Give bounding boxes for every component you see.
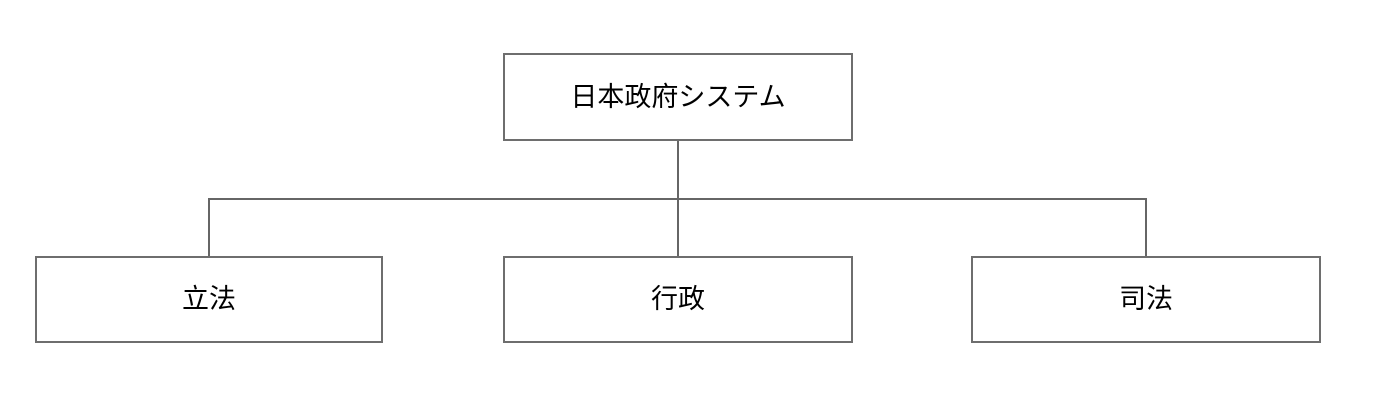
node-legislative: 立法 bbox=[35, 256, 383, 343]
node-executive: 行政 bbox=[503, 256, 853, 343]
node-root: 日本政府システム bbox=[503, 53, 853, 141]
node-judicial-label: 司法 bbox=[1119, 284, 1173, 315]
node-legislative-label: 立法 bbox=[182, 284, 236, 315]
node-judicial: 司法 bbox=[971, 256, 1321, 343]
node-root-label: 日本政府システム bbox=[570, 81, 786, 113]
node-executive-label: 行政 bbox=[651, 284, 705, 315]
